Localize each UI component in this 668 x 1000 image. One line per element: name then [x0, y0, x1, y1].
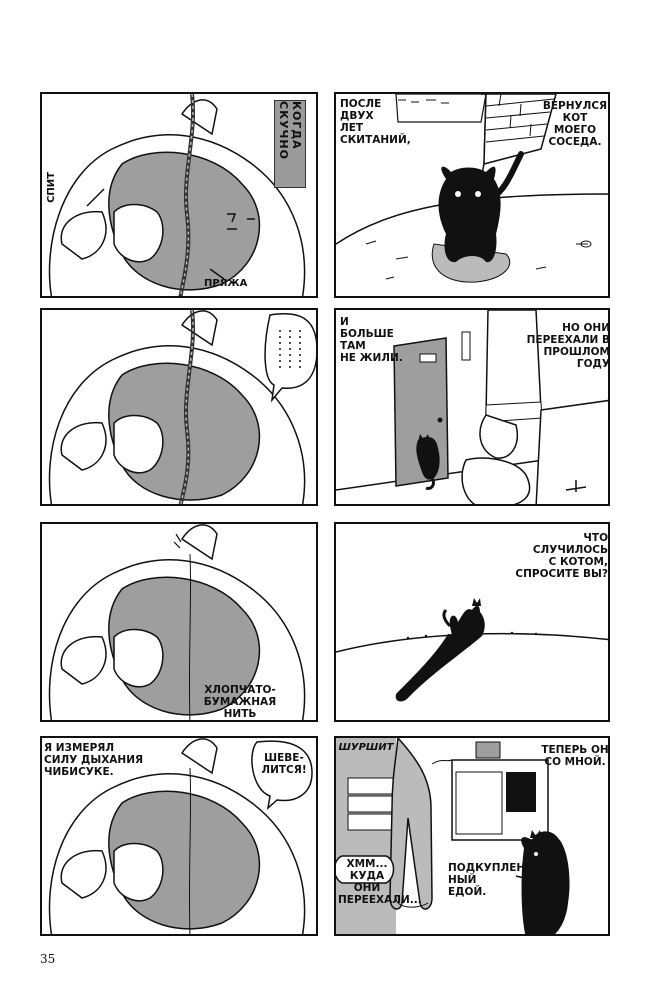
title-tag: КОГДА СКУЧНО [274, 100, 306, 188]
page-number: 35 [40, 952, 56, 966]
panel-right-1: ПОСЛЕ ДВУХ ЛЕТ СКИТАНИЙ, ВЕРНУЛСЯ КОТ МО… [334, 92, 610, 298]
hands-holding-kitten-art [48, 738, 313, 934]
cat-bribed-label: ПОДКУПЛЕН- НЫЙ ЕДОЙ. [448, 862, 530, 898]
caption-moved-last-year: НО ОНИ ПЕРЕЕХАЛИ В ПРОШЛОМ ГОДУ [526, 322, 610, 370]
panel-right-2: И БОЛЬШЕ ТАМ НЕ ЖИЛИ. НО ОНИ ПЕРЕЕХАЛИ В… [334, 308, 610, 506]
hands-holding-kitten-art [48, 524, 306, 720]
sleeping-label: СПИТ [46, 172, 57, 203]
kitchen-cat-art [336, 738, 570, 934]
caption-what-happened: ЧТО СЛУЧИЛОСЬ С КОТОМ, СПРОСИТЕ ВЫ? [515, 532, 608, 580]
caption-breath: Я ИЗМЕРЯЛ СИЛУ ДЫХАНИЯ ЧИБИСУКЕ. [44, 742, 144, 778]
panel-right-4: ШУРШИТ ТЕПЕРЬ ОН СО МНОЙ. ХММ... КУДА ОН… [334, 736, 610, 936]
panel-right-3: ЧТО СЛУЧИЛОСЬ С КОТОМ, СПРОСИТЕ ВЫ? [334, 522, 610, 722]
yarn-label: ПРЯЖА [204, 278, 248, 289]
caption-now-with-me: ТЕПЕРЬ ОН СО МНОЙ. [541, 744, 609, 768]
panel-left-4: Я ИЗМЕРЯЛ СИЛУ ДЫХАНИЯ ЧИБИСУКЕ. ШЕВЕ- Л… [40, 736, 318, 936]
panel-left-2 [40, 308, 318, 506]
caption-no-longer-lived: И БОЛЬШЕ ТАМ НЕ ЖИЛИ. [340, 316, 403, 364]
caption-cat-returned: ВЕРНУЛСЯ КОТ МОЕГО СОСЕДА. [542, 100, 608, 148]
sfx-rustle: ШУРШИТ [338, 742, 394, 753]
bubble-moves: ШЕВЕ- ЛИТСЯ! [261, 752, 307, 776]
bubble-where-moved: ХММ... КУДА ОНИ ПЕРЕЕХАЛИ... [338, 858, 422, 906]
panel-left-1: КОГДА СКУЧНО СПИТ ПРЯЖА [40, 92, 318, 298]
caption-after-two-years: ПОСЛЕ ДВУХ ЛЕТ СКИТАНИЙ, [340, 98, 411, 146]
cat-returning-art [336, 94, 608, 283]
thread-label: ХЛОПЧАТО- БУМАЖНАЯ НИТЬ [203, 684, 277, 720]
panel-left-3: ХЛОПЧАТО- БУМАЖНАЯ НИТЬ [40, 522, 318, 722]
hands-holding-kitten-art [48, 94, 306, 296]
cat-at-door-art [336, 310, 608, 504]
hands-holding-kitten-art [48, 310, 316, 504]
cat-on-hill-art [336, 598, 608, 702]
